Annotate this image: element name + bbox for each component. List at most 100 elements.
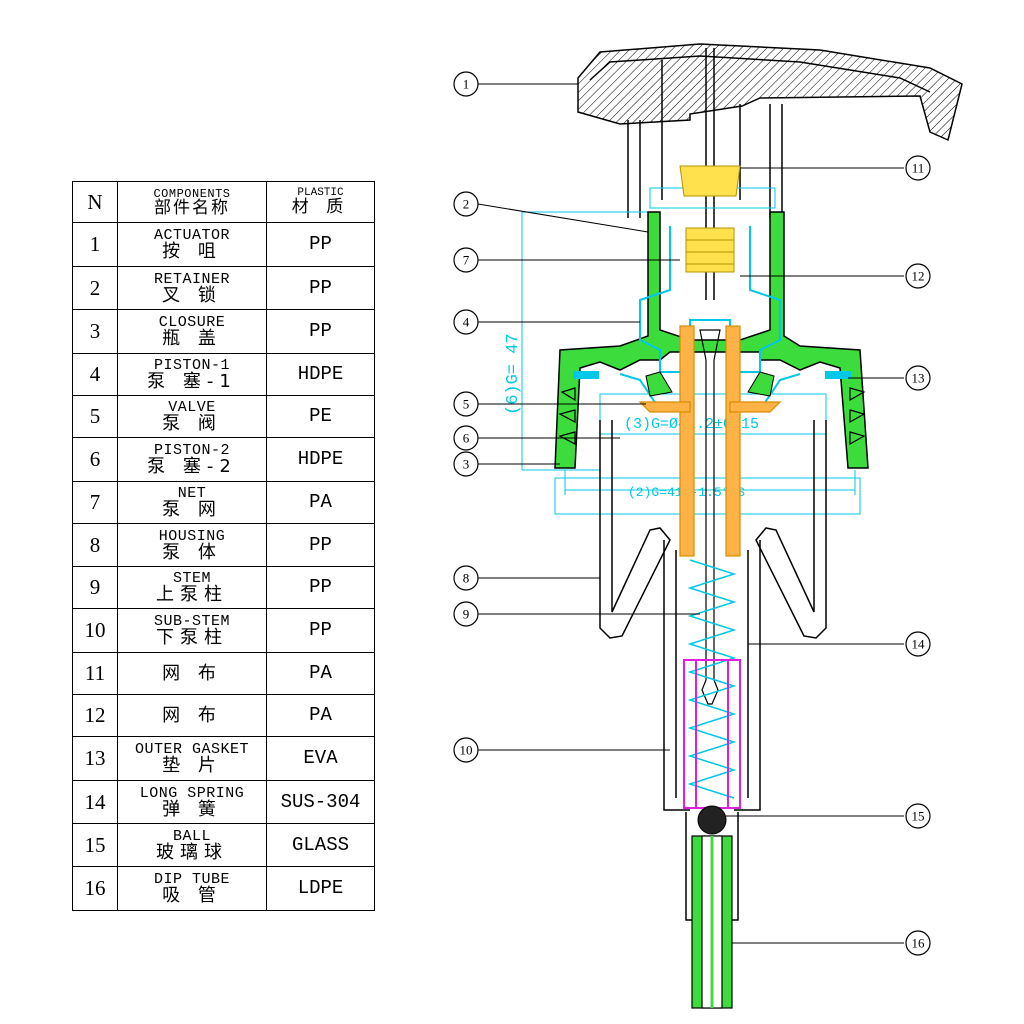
stem-part <box>699 329 721 705</box>
row-material: SUS-304 <box>266 780 375 824</box>
component-name-zh: 上泵柱 <box>156 584 228 605</box>
row-material: PA <box>266 694 375 737</box>
callout-circle <box>905 263 931 289</box>
callout-5: 5 <box>453 391 479 417</box>
callout-label: 6 <box>463 431 470 446</box>
callout-circle <box>453 247 479 273</box>
valve-part <box>638 325 782 557</box>
row-material: PP <box>266 266 375 310</box>
callout-circle <box>453 309 479 335</box>
sub-stem-part <box>683 659 741 809</box>
callout-label: 14 <box>912 637 926 652</box>
callout-12: 12 <box>905 263 931 289</box>
row-number: 3 <box>72 309 118 354</box>
callout-label: 2 <box>463 197 470 212</box>
component-name-en: NET <box>177 485 207 502</box>
component-name-zh: 弹 簧 <box>162 798 222 820</box>
component-name-zh: 吸 管 <box>162 885 222 906</box>
header-plastic: PLASTIC 材 质 <box>266 181 375 223</box>
dim-height-text: (6)G= 47 <box>504 333 523 415</box>
callout-label: 13 <box>912 371 925 386</box>
component-name-zh: 瓶 盖 <box>162 328 222 349</box>
callout-label: 8 <box>463 571 470 586</box>
header-n: N <box>72 181 118 223</box>
row-number: 1 <box>72 222 118 267</box>
callout-circle <box>905 930 931 956</box>
callout-circle <box>905 155 931 181</box>
closure-thread-left <box>558 387 866 446</box>
component-name-en: ACTUATOR <box>153 227 230 244</box>
row-material: HDPE <box>266 437 375 482</box>
row-number: 16 <box>72 866 118 911</box>
header-plastic-en: PLASTIC <box>297 187 344 199</box>
component-name-zh: 泵 阀 <box>162 413 222 434</box>
row-number: 13 <box>72 736 118 781</box>
callout-4: 4 <box>453 309 479 335</box>
row-material: EVA <box>266 736 375 781</box>
callout-label: 11 <box>912 161 925 176</box>
component-name-zh: 玻璃球 <box>156 841 228 863</box>
callout-circle <box>905 631 931 657</box>
row-number: 9 <box>72 566 118 609</box>
callout-7: 7 <box>453 247 479 273</box>
callout-circle <box>453 71 479 97</box>
callout-circle <box>453 391 479 417</box>
callouts-left: 1 2 7 4 5 6 3 8 9 10 <box>453 71 479 763</box>
component-name-en: SUB-STEM <box>153 613 230 630</box>
gasket-part <box>573 371 851 379</box>
component-name-en: LONG SPRING <box>139 784 245 802</box>
row-material: GLASS <box>266 823 375 867</box>
header-components: COMPONENTS 部件名称 <box>117 181 267 223</box>
row-material: HDPE <box>266 353 375 396</box>
inner-seal-part <box>645 371 775 397</box>
callout-circle <box>453 191 479 217</box>
component-name-en: BALL <box>172 827 211 845</box>
callout-1: 1 <box>453 71 479 97</box>
component-name-zh: 网 布 <box>162 662 222 684</box>
closure-part <box>554 211 869 469</box>
component-name-zh: 泵 塞-1 <box>147 371 237 392</box>
row-material: PE <box>266 395 375 438</box>
component-name-en: PISTON-1 <box>153 357 230 374</box>
callout-6: 6 <box>453 425 479 451</box>
row-material: PA <box>266 481 375 524</box>
component-name-en: PISTON-2 <box>153 442 230 459</box>
row-component: 网 布 <box>117 652 267 695</box>
callout-label: 15 <box>912 809 925 824</box>
row-material: PP <box>266 222 375 267</box>
callout-label: 10 <box>460 743 473 758</box>
callout-label: 4 <box>463 315 470 330</box>
callout-circle <box>905 365 931 391</box>
callout-3: 3 <box>453 451 479 477</box>
component-name-zh: 泵 网 <box>162 499 222 520</box>
callout-label: 9 <box>463 607 470 622</box>
component-name-zh: 叉 锁 <box>162 284 222 306</box>
header-components-zh: 部件名称 <box>154 197 230 218</box>
row-number: 7 <box>72 481 118 524</box>
component-name-zh: 网 布 <box>162 704 222 726</box>
callout-8: 8 <box>453 565 479 591</box>
net-part <box>679 165 741 273</box>
ball-part <box>697 805 727 835</box>
callout-14: 14 <box>905 631 931 657</box>
callout-leader-lines <box>477 83 904 944</box>
